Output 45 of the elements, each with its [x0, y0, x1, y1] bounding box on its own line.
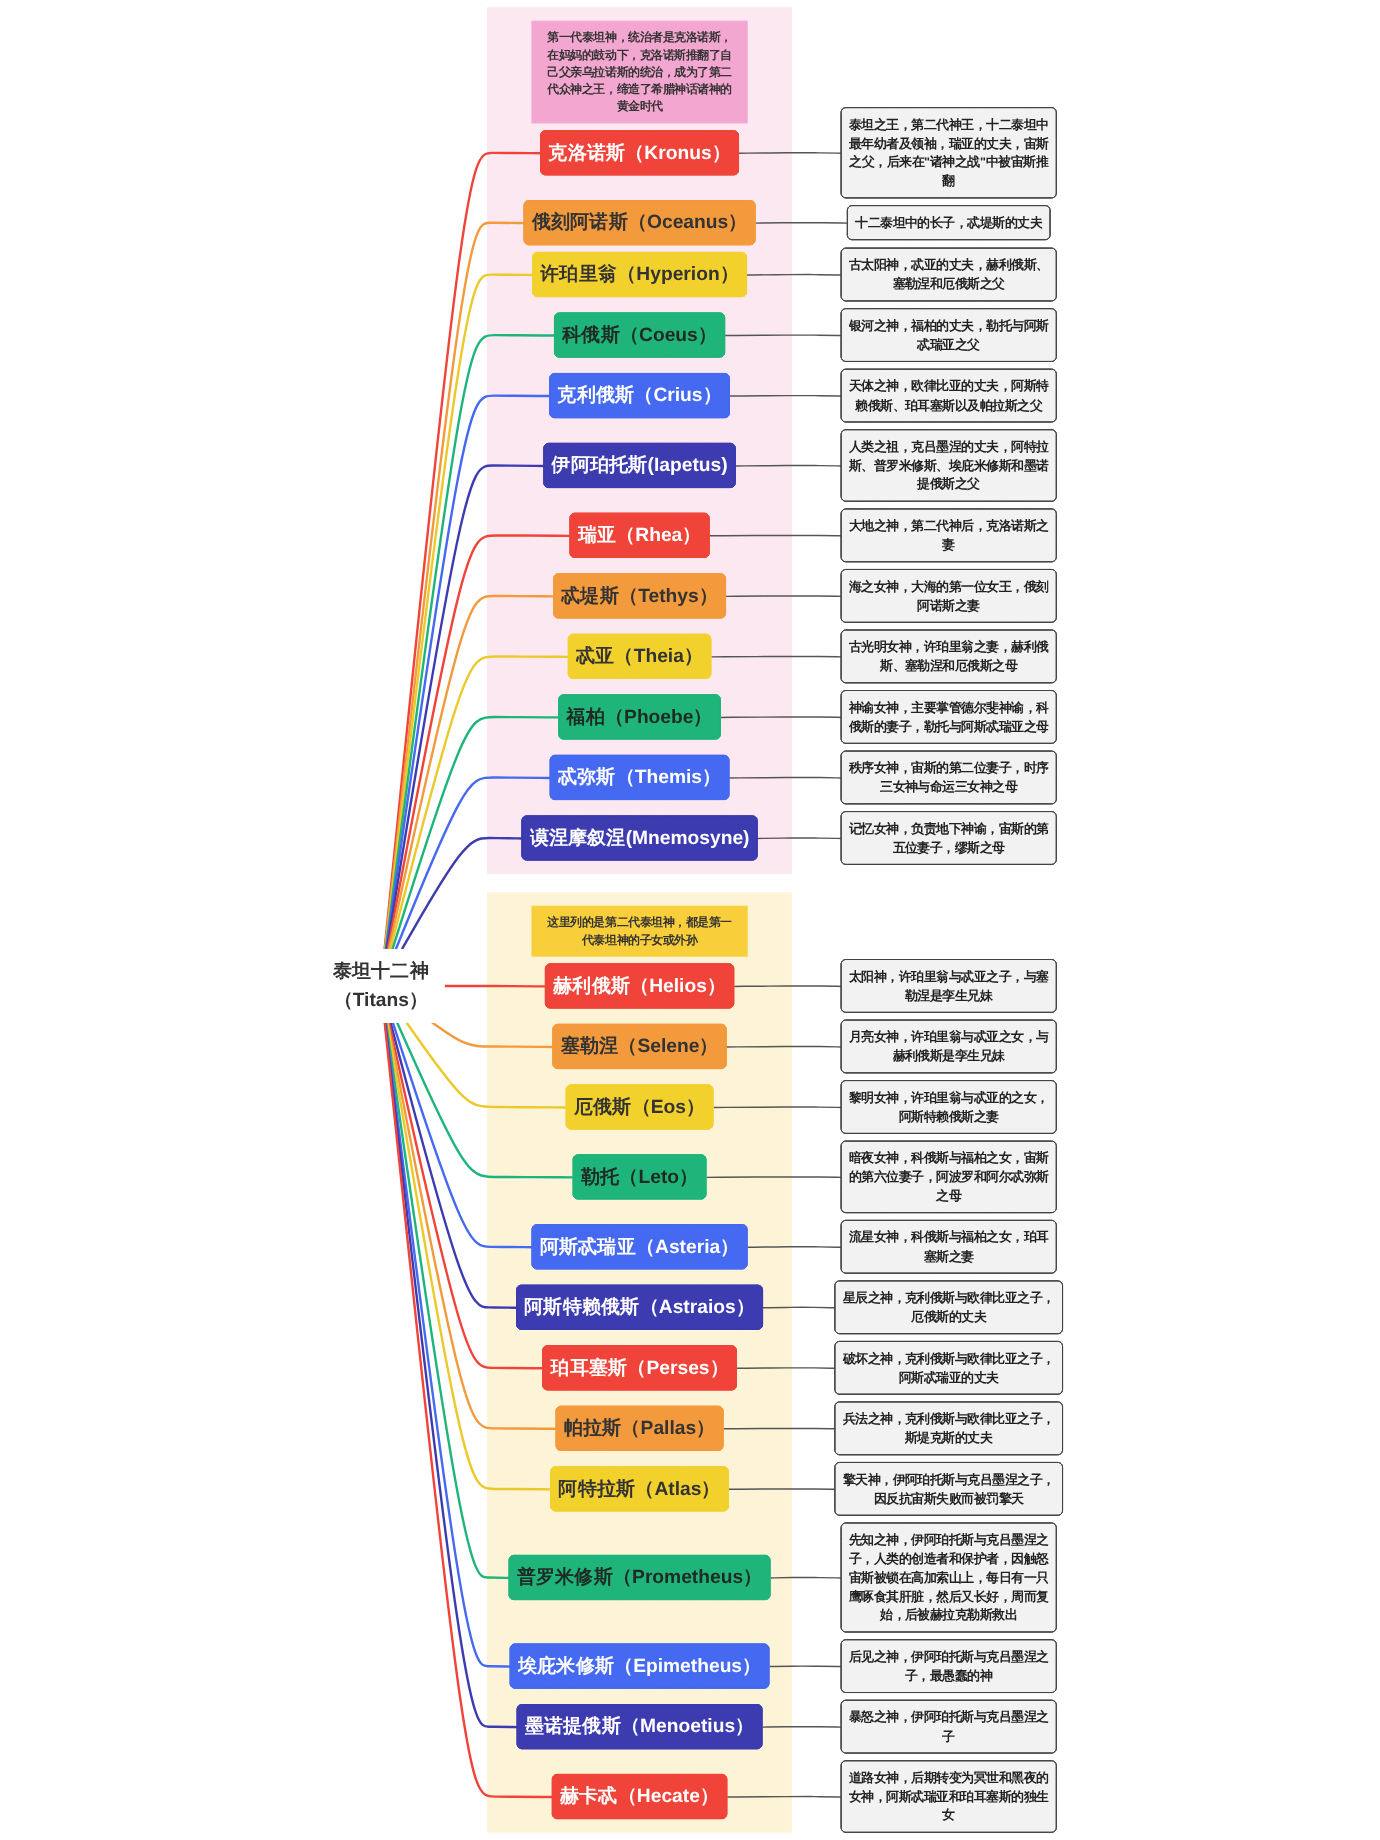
connector	[761, 1725, 843, 1728]
connector	[394, 776, 551, 950]
connector	[735, 464, 843, 467]
connector	[383, 1022, 553, 1799]
connector	[769, 1576, 843, 1579]
connector	[391, 715, 560, 950]
connector	[387, 1022, 544, 1370]
connector	[736, 1367, 837, 1369]
connector	[444, 984, 546, 988]
connector	[708, 534, 843, 537]
connector	[728, 1488, 837, 1491]
connector	[400, 836, 523, 950]
connector	[726, 1795, 843, 1798]
cluster	[487, 892, 793, 1833]
connector	[396, 1021, 574, 1179]
connector	[762, 1306, 837, 1309]
connector	[386, 534, 571, 950]
connector	[386, 1022, 557, 1430]
connector	[754, 221, 849, 224]
connector	[733, 985, 843, 988]
connector	[725, 595, 843, 598]
connector	[712, 1106, 843, 1109]
connector	[389, 655, 569, 950]
connector	[389, 1022, 518, 1309]
connector	[729, 394, 843, 397]
connector	[722, 1427, 837, 1430]
connector	[431, 1021, 554, 1049]
connector	[387, 594, 555, 950]
connector	[724, 334, 843, 337]
connector	[705, 1176, 843, 1179]
connector	[738, 152, 843, 154]
connector	[720, 716, 843, 719]
connector	[746, 1246, 843, 1248]
connector	[768, 1665, 843, 1668]
connector	[385, 464, 545, 950]
connector	[383, 151, 542, 950]
cluster	[487, 7, 793, 874]
connector	[405, 1021, 567, 1109]
connector	[391, 1022, 533, 1249]
connector	[728, 776, 843, 779]
connector	[385, 1022, 552, 1491]
connector	[756, 837, 843, 840]
connector	[746, 273, 843, 276]
connector	[726, 1045, 843, 1048]
connector	[710, 655, 843, 658]
